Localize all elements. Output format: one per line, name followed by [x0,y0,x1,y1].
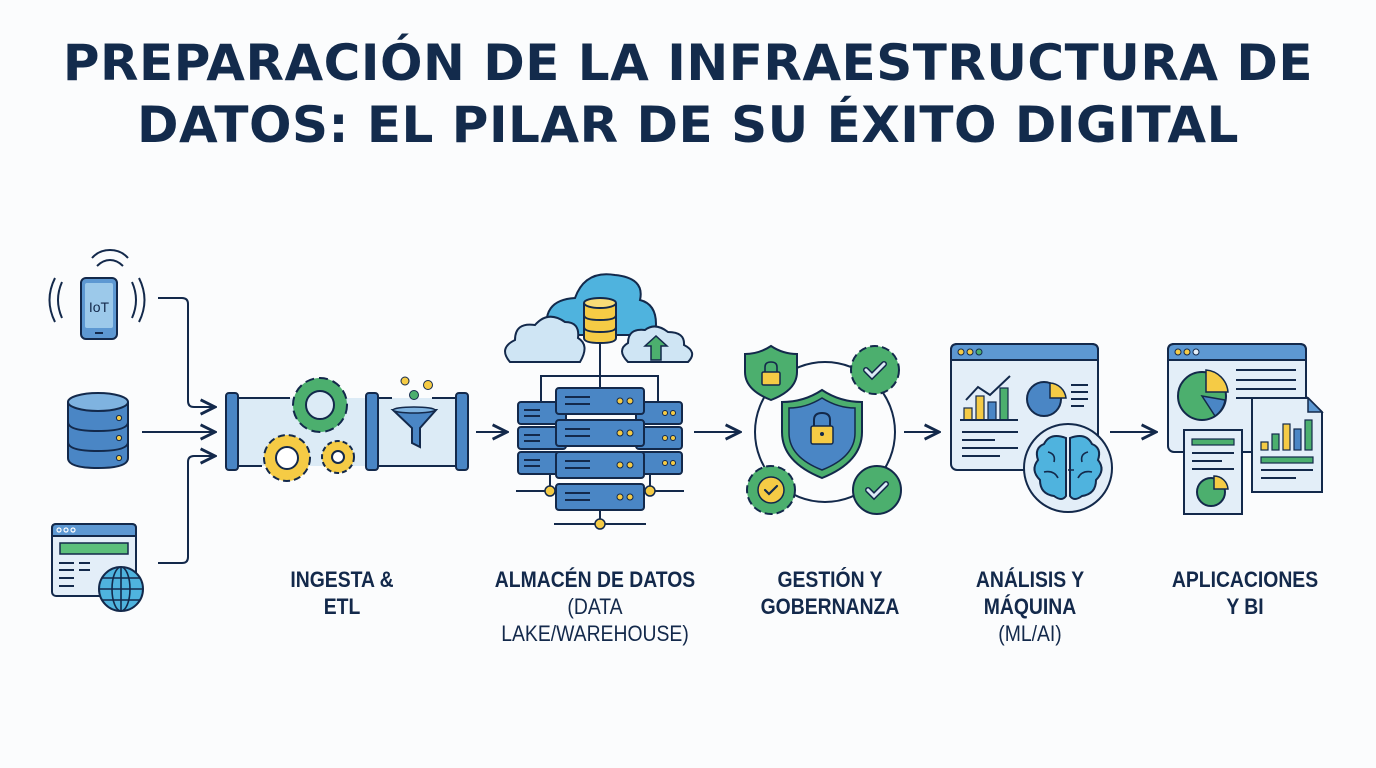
stage-label-line: ANÁLISIS Y [975,567,1085,592]
etl-pipeline-gears-funnel-icon [225,376,469,482]
stage-label-almacen: ALMACÉN DE DATOS (DATA LAKE/WAREHOUSE) [472,566,718,647]
title-line-1: PREPARACIÓN DE LA INFRAESTRUCTURA DE [62,34,1314,92]
iot-phone-icon: IoT [48,248,146,340]
stage-label-gestion: GESTIÓN Y GOBERNANZA [755,566,905,620]
stage-label-line: ETL [323,594,361,619]
stage-label-ingesta: INGESTA & ETL [272,566,413,620]
svg-text:IoT: IoT [89,299,110,315]
source-connectors [142,297,215,564]
page-title: PREPARACIÓN DE LA INFRAESTRUCTURA DE DAT… [0,32,1376,156]
stage-label-line: GESTIÓN Y [777,567,883,592]
stage-label-line: MÁQUINA [983,594,1077,619]
bi-reports-dashboard-icon [1167,343,1324,515]
analytics-brain-icon [950,343,1113,513]
stage-label-sub: (ML/AI) [998,621,1062,646]
stage-label-line: INGESTA & [290,567,394,592]
security-governance-shield-icon [744,344,902,515]
stage-label-analisis: ANÁLISIS Y MÁQUINA (ML/AI) [960,566,1101,647]
stage-label-line: ALMACÉN DE DATOS [494,567,696,592]
web-browser-globe-icon [51,523,144,612]
stage-label-line: Y BI [1226,594,1264,619]
database-icon [67,392,129,470]
cloud-server-storage-icon [504,273,694,530]
stage-label-line: GOBERNANZA [760,594,900,619]
stage-label-line: APLICACIONES [1171,567,1319,592]
stage-label-sub: (DATA LAKE/WAREHOUSE) [501,594,689,646]
stage-label-aplicaciones: APLICACIONES Y BI [1161,566,1328,620]
title-line-2: DATOS: EL PILAR DE SU ÉXITO DIGITAL [137,96,1239,154]
